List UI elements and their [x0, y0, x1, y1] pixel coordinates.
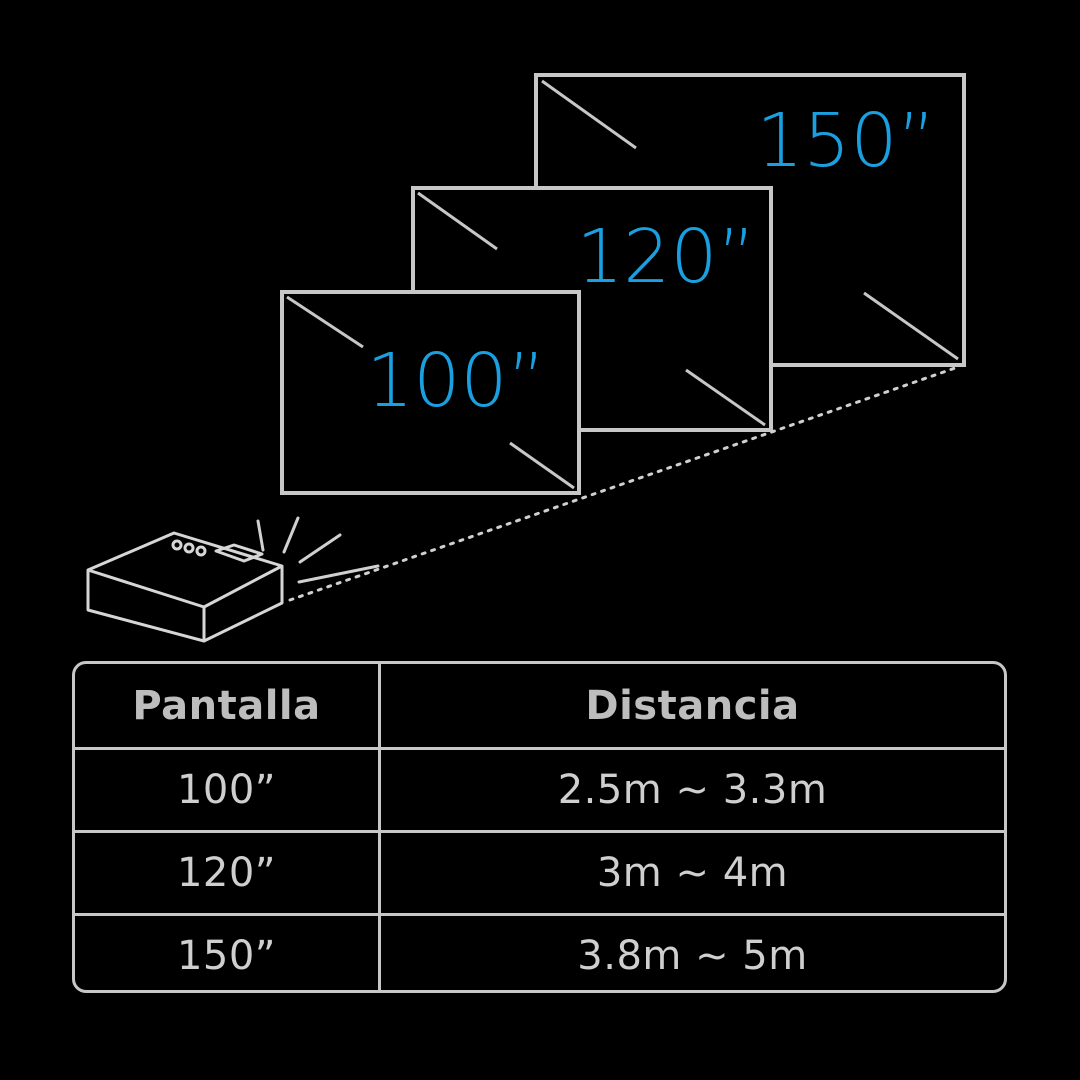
table-row: 100” 2.5m ~ 3.3m [75, 747, 1004, 830]
table-row: 120” 3m ~ 4m [75, 830, 1004, 913]
glare-line [863, 291, 959, 361]
projection-beam-line [288, 365, 960, 602]
glare-line [685, 368, 766, 427]
cell-screen: 100” [75, 750, 381, 830]
header-screen: Pantalla [75, 664, 381, 747]
glare-line [286, 295, 364, 349]
projection-illustration: 150” 120” 100” [86, 73, 966, 643]
screen-label-120: 120” [576, 214, 756, 300]
cell-distance: 2.5m ~ 3.3m [557, 767, 828, 813]
glare-line [509, 441, 575, 490]
screen-label-150: 150” [756, 98, 936, 184]
throw-distance-table: Pantalla Distancia 100” 2.5m ~ 3.3m 120”… [72, 661, 1007, 993]
header-distance: Distancia [585, 682, 800, 729]
light-rays-icon [256, 516, 380, 584]
table-header-row: Pantalla Distancia [75, 664, 1004, 747]
screen-label-100: 100” [366, 338, 546, 424]
screen-100: 100” [280, 290, 581, 495]
glare-line [541, 79, 637, 150]
table-row: 150” 3.8m ~ 5m [75, 913, 1004, 990]
cell-distance: 3m ~ 4m [596, 850, 789, 896]
projector-icon [86, 531, 284, 643]
glare-line [417, 191, 498, 251]
cell-screen: 120” [75, 833, 381, 913]
cell-screen: 150” [75, 916, 381, 990]
cell-distance: 3.8m ~ 5m [577, 933, 808, 979]
